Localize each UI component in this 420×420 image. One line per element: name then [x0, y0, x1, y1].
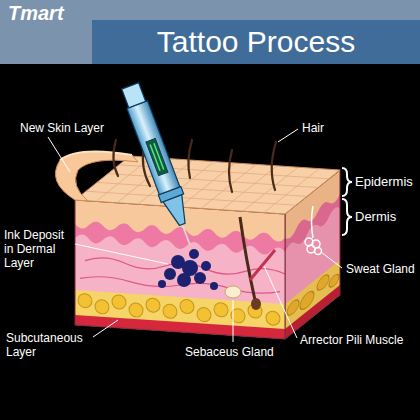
skin-flap — [55, 151, 138, 201]
hair-strands — [113, 140, 276, 192]
part-label: Arrector Pili Muscle — [300, 333, 403, 347]
header-band — [0, 0, 420, 64]
part-label: New Skin Layer — [20, 121, 104, 135]
part-label: Ink Deposit in Dermal Layer — [4, 228, 72, 270]
dermis-bracket — [342, 199, 352, 235]
arrector-muscle — [250, 250, 275, 280]
sebaceous-gland — [225, 286, 241, 298]
sweat-gland — [305, 206, 322, 255]
layer-label: Dermis — [355, 209, 396, 225]
layer-label: Epidermis — [355, 174, 413, 190]
hair-bulb — [251, 298, 261, 310]
part-label: Hair — [302, 121, 324, 135]
epidermis-bracket — [342, 168, 352, 196]
part-label: Sebaceus Gland — [185, 345, 274, 359]
logo-watermark: Tmart — [8, 2, 64, 25]
layer-label: Subcutaneous Layer — [6, 331, 91, 359]
hair-follicle — [240, 217, 255, 300]
ink-deposit — [158, 249, 218, 290]
tattoo-pen — [119, 82, 201, 250]
title-bar — [92, 20, 420, 64]
skin-flap-edge — [60, 151, 132, 160]
part-label: Sweat Gland — [346, 262, 415, 276]
leader-lines — [48, 129, 342, 342]
diagram-title: Tattoo Process — [92, 20, 420, 64]
